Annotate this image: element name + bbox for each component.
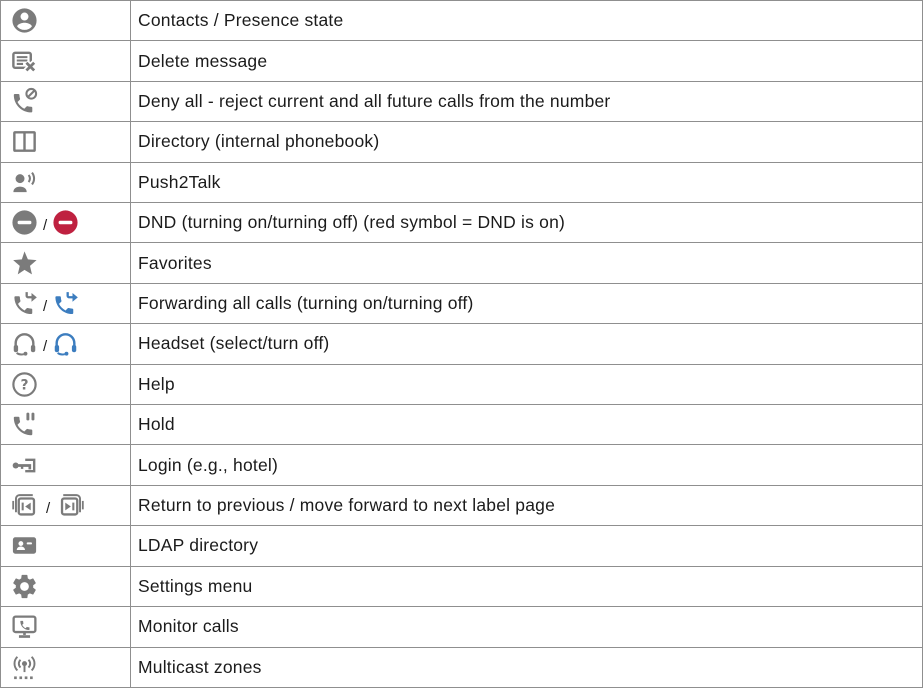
table-row: Favorites	[1, 243, 922, 284]
icon-separator: /	[46, 500, 51, 518]
help-icon	[10, 370, 39, 399]
forwarding-on-icon	[51, 289, 80, 318]
row-label: LDAP directory	[138, 535, 259, 556]
label-cell: Favorites	[131, 243, 922, 282]
table-row: / Forwarding all calls (turning on/turni…	[1, 283, 922, 325]
label-cell: Directory (internal phonebook)	[131, 122, 922, 161]
monitor-calls-icon	[10, 612, 39, 641]
label-cell: Deny all - reject current and all future…	[131, 82, 922, 121]
row-label: Headset (select/turn off)	[138, 333, 330, 354]
label-cell: Return to previous / move forward to nex…	[131, 486, 922, 525]
icon-cell	[1, 81, 131, 122]
label-cell: Multicast zones	[131, 648, 922, 687]
icon-separator: /	[43, 298, 48, 316]
table-row: Hold	[1, 405, 922, 446]
row-label: Login (e.g., hotel)	[138, 454, 278, 475]
row-label: Settings menu	[138, 575, 253, 596]
settings-icon	[10, 572, 39, 601]
table-row: / Headset (select/turn off)	[1, 324, 922, 365]
hold-icon	[10, 410, 39, 439]
label-cell: Hold	[131, 405, 922, 444]
icon-cell	[1, 607, 131, 647]
icon-cell	[1, 445, 131, 485]
previous-label-page-icon	[10, 491, 42, 520]
label-cell: LDAP directory	[131, 526, 922, 565]
row-label: Directory (internal phonebook)	[138, 131, 380, 152]
login-icon	[10, 451, 39, 480]
label-cell: Settings menu	[131, 567, 922, 606]
row-label: Help	[138, 373, 175, 394]
forwarding-off-icon	[10, 289, 39, 318]
favorites-icon	[10, 249, 39, 278]
table-row: Login (e.g., hotel)	[1, 445, 922, 486]
icon-cell	[1, 122, 131, 162]
icon-cell: /	[1, 283, 131, 324]
icon-cell	[1, 526, 131, 566]
table-row: Push2Talk	[1, 162, 922, 204]
table-row: Delete message	[1, 41, 922, 82]
dnd-on-icon	[51, 208, 80, 237]
row-label: Monitor calls	[138, 616, 239, 637]
icon-cell: /	[1, 324, 131, 364]
headset-select-icon	[10, 329, 39, 358]
label-cell: Forwarding all calls (turning on/turning…	[131, 284, 922, 323]
icon-cell	[1, 1, 131, 41]
label-cell: DND (turning on/turning off) (red symbol…	[131, 203, 922, 242]
table-row: Deny all - reject current and all future…	[1, 81, 922, 123]
icon-cell	[1, 566, 131, 607]
icon-cell	[1, 364, 131, 405]
icon-cell: /	[1, 485, 131, 526]
row-label: Deny all - reject current and all future…	[138, 91, 611, 112]
table-row: Multicast zones	[1, 647, 922, 687]
table-row: Contacts / Presence state	[1, 1, 922, 42]
icon-separator: /	[43, 338, 48, 356]
label-cell: Push2Talk	[131, 163, 922, 202]
label-cell: Contacts / Presence state	[131, 1, 922, 40]
next-label-page-icon	[54, 491, 86, 520]
icon-cell	[1, 41, 131, 81]
label-cell: Headset (select/turn off)	[131, 324, 922, 363]
table-row: / DND (turning on/turning off) (red symb…	[1, 203, 922, 244]
label-cell: Monitor calls	[131, 607, 922, 646]
row-label: Favorites	[138, 252, 212, 273]
multicast-zones-icon	[10, 653, 39, 682]
table-row: Settings menu	[1, 566, 922, 608]
icon-cell	[1, 243, 131, 283]
row-label: Push2Talk	[138, 171, 221, 192]
label-cell: Login (e.g., hotel)	[131, 445, 922, 484]
row-label: DND (turning on/turning off) (red symbol…	[138, 212, 566, 233]
row-label: Return to previous / move forward to nex…	[138, 495, 556, 516]
delete-message-icon	[10, 47, 39, 76]
push2talk-icon	[10, 168, 39, 197]
ldap-directory-icon	[10, 531, 39, 560]
icon-separator: /	[43, 217, 48, 235]
dnd-off-icon	[10, 208, 39, 237]
directory-icon	[10, 127, 39, 156]
table-row: Help	[1, 364, 922, 406]
label-cell: Help	[131, 365, 922, 404]
headset-off-icon	[51, 329, 80, 358]
label-cell: Delete message	[131, 41, 922, 80]
table-row: Monitor calls	[1, 607, 922, 648]
icon-cell	[1, 647, 131, 687]
icon-cell	[1, 162, 131, 203]
row-label: Delete message	[138, 50, 268, 71]
contacts-icon	[10, 6, 39, 35]
table-row: / Return to previous / move forward to n…	[1, 485, 922, 527]
table-row: Directory (internal phonebook)	[1, 122, 922, 163]
icon-cell: /	[1, 203, 131, 243]
icon-cell	[1, 405, 131, 445]
row-label: Hold	[138, 414, 175, 435]
row-label: Multicast zones	[138, 656, 262, 677]
deny-call-icon	[10, 87, 39, 116]
row-label: Contacts / Presence state	[138, 10, 344, 31]
row-label: Forwarding all calls (turning on/turning…	[138, 293, 474, 314]
table-row: LDAP directory	[1, 526, 922, 567]
